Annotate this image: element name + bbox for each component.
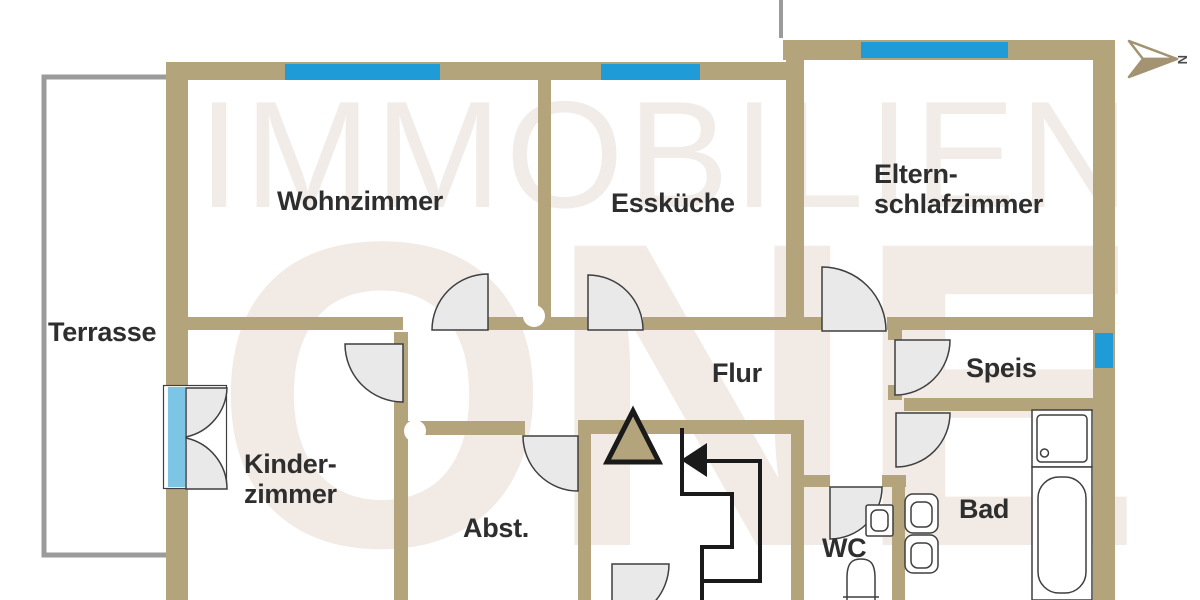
balcony-door-glazing — [168, 387, 185, 487]
watermark-text-immobilien: IMMOBILIEN — [198, 70, 1134, 240]
door-wohnzimmer — [431, 273, 489, 331]
north-arrow-icon: N — [1127, 39, 1190, 79]
room-label-bad: Bad — [959, 494, 1010, 524]
window-elternschlafzimmer — [861, 42, 1008, 58]
door-elternschlafzimmer — [821, 266, 887, 332]
door-abstellraum — [522, 435, 579, 492]
room-label-kinderzimmer: Kinder- zimmer — [244, 449, 337, 509]
door-kinderzimmer — [344, 343, 404, 403]
terrace-outline — [41, 74, 166, 558]
window-esskueche — [601, 64, 700, 80]
north-label: N — [1175, 55, 1190, 64]
window-speis — [1095, 333, 1113, 368]
room-label-abstellraum: Abst. — [463, 513, 530, 543]
room-label-speis: Speis — [966, 353, 1037, 383]
door-speis — [894, 339, 951, 396]
room-label-flur: Flur — [712, 358, 762, 388]
room-label-eltern-line1: Eltern- — [874, 159, 958, 189]
door-bad — [895, 412, 951, 468]
staircase — [680, 428, 762, 600]
room-label-terrasse: Terrasse — [48, 317, 157, 347]
shower — [1031, 409, 1093, 468]
stair-direction-arrow-icon — [681, 443, 707, 477]
walls — [166, 40, 1115, 600]
entrance-arrow-icon — [602, 405, 664, 465]
room-label-wohnzimmer: Wohnzimmer — [277, 186, 444, 216]
sink-double — [904, 493, 939, 574]
plot-boundary-line — [779, 0, 783, 38]
window-wohnzimmer — [285, 64, 440, 80]
toilet — [843, 504, 894, 600]
room-label-esskueche: Essküche — [611, 188, 735, 218]
room-label-elternschlafzimmer: Eltern- schlafzimmer — [874, 159, 1043, 219]
bathtub — [1031, 466, 1093, 600]
doors — [162, 266, 951, 600]
door-esskueche — [587, 274, 644, 331]
balcony-door-leaf-upper — [185, 387, 228, 438]
wall-junction-circle — [404, 420, 426, 442]
room-label-eltern-line2: schlafzimmer — [874, 189, 1043, 219]
wall-junction-circle — [523, 305, 545, 327]
balcony-door — [162, 384, 228, 490]
room-label-kinder-line1: Kinder- — [244, 449, 337, 479]
fixtures — [843, 409, 1093, 600]
room-label-wc: WC — [822, 533, 867, 563]
room-label-kinder-line2: zimmer — [244, 479, 337, 509]
balcony-door-leaf-lower — [185, 437, 228, 490]
door-treppenhaus — [611, 563, 670, 600]
windows — [285, 42, 1113, 368]
